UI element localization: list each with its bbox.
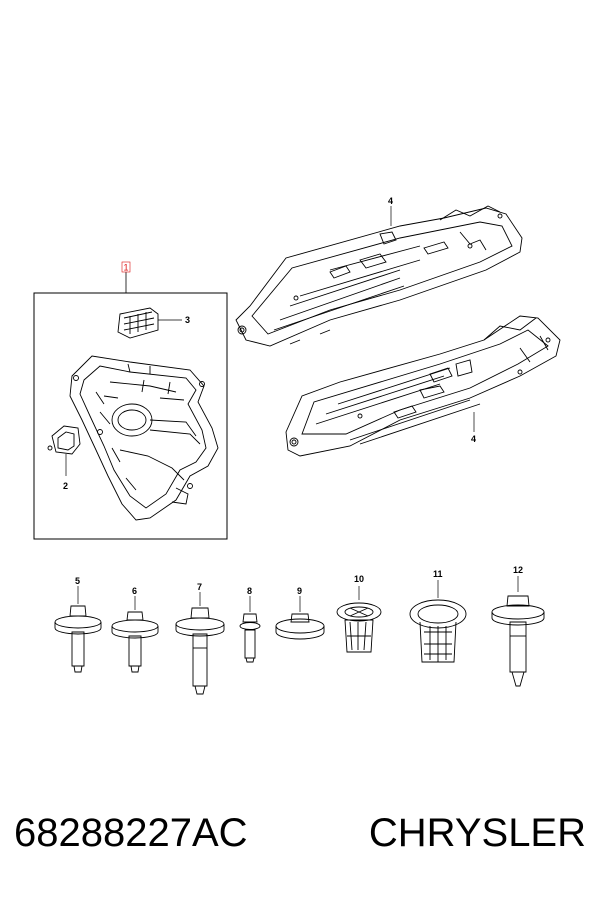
underbody-shield	[69, 355, 219, 521]
fastener-7-bolt	[175, 592, 225, 695]
callout-11: 11	[433, 569, 443, 579]
fastener-9-nut	[275, 596, 325, 640]
assembly-box	[33, 292, 228, 540]
callout-10: 10	[354, 574, 364, 584]
callout-8: 8	[247, 586, 252, 596]
callout-3: 3	[185, 315, 190, 325]
assembly-group-1: 1 3	[33, 261, 228, 540]
callout-9: 9	[297, 586, 302, 596]
rail-shield-upper	[235, 205, 523, 347]
callout-1: 1	[124, 263, 129, 273]
part-3-grill	[117, 307, 182, 339]
callout-2: 2	[63, 481, 68, 491]
callout-4a: 4	[388, 196, 393, 206]
fastener-11-grommet	[409, 580, 467, 663]
fastener-10-clip	[336, 586, 382, 653]
rail-shield-lower	[285, 315, 561, 457]
fastener-8-bolt	[239, 596, 261, 663]
part-number: 68288227AC	[14, 811, 248, 855]
callout-7: 7	[197, 582, 202, 592]
fastener-5-bolt	[54, 586, 102, 673]
fastener-12-bolt	[491, 576, 545, 687]
callout-6: 6	[132, 586, 137, 596]
callout-5: 5	[75, 576, 80, 586]
callout-4b: 4	[471, 434, 476, 444]
brand-name: CHRYSLER	[369, 811, 586, 855]
fastener-6-bolt	[111, 596, 159, 673]
part-2-cover	[47, 425, 81, 476]
callout-12: 12	[513, 565, 523, 575]
callout-box-1	[121, 261, 131, 273]
